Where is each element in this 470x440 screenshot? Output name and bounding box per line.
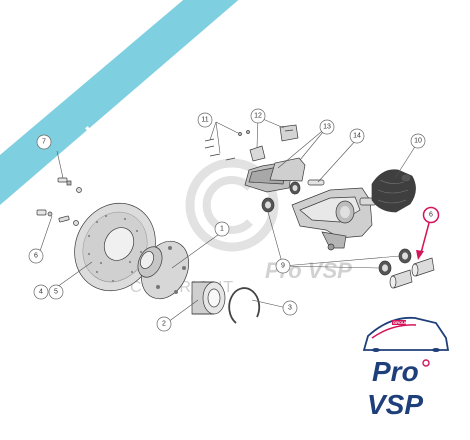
callout-4: 4 (33, 284, 49, 300)
logo-line-pro: Pro (372, 356, 419, 387)
seals-9 (261, 181, 412, 276)
callout-6-left: 6 (28, 248, 44, 264)
dust-boot-10 (371, 169, 416, 213)
callout-2-label: 2 (162, 321, 166, 328)
callout-10: 10 (410, 133, 426, 149)
callout-5-label: 5 (54, 289, 58, 296)
bolt-set-7 (36, 177, 82, 226)
caliper-pin-14 (307, 179, 325, 186)
callout-1: 1 (214, 221, 230, 237)
wheel-hub (137, 240, 189, 300)
callout-1-label: 1 (220, 226, 224, 233)
callout-12-label: 12 (254, 113, 262, 120)
callout-9: 9 (275, 258, 291, 274)
brake-caliper (291, 187, 377, 251)
website-banner: pro-piece-vsp.com (0, 0, 239, 205)
provsp-logo: GROUP Pro VSP (362, 316, 450, 420)
callout-9-label: 9 (281, 263, 285, 270)
circlip (228, 287, 261, 324)
pad-clip-12 (249, 124, 299, 162)
callout-13-label: 13 (323, 124, 331, 131)
guide-pins-6 (389, 257, 435, 289)
callout-11-label: 11 (201, 117, 208, 124)
brake-pads-13 (244, 157, 306, 193)
callout-11: 11 (197, 112, 213, 128)
callout-10-label: 10 (414, 138, 422, 145)
callout-6-left-label: 6 (34, 253, 38, 260)
callout-2: 2 (156, 316, 172, 332)
callout-6-highlighted-label: 6 (429, 212, 433, 219)
wheel-bearing (191, 281, 226, 315)
brake-disc (74, 202, 156, 292)
callout-5: 5 (48, 284, 64, 300)
callout-7-label: 7 (42, 139, 46, 146)
logo-line-vsp: VSP (367, 389, 423, 420)
pad-pins-11 (204, 130, 250, 161)
callout-4-label: 4 (39, 289, 43, 296)
callout-14: 14 (349, 128, 365, 144)
callout-14-label: 14 (353, 133, 361, 140)
logo-group-text: GROUP (393, 320, 408, 325)
callout-7: 7 (36, 134, 52, 150)
callout-13: 13 (319, 119, 335, 135)
callout-3: 3 (282, 300, 298, 316)
callout-3-label: 3 (288, 305, 292, 312)
callout-12: 12 (250, 108, 266, 124)
callout-6-highlighted: 6 (422, 206, 440, 224)
